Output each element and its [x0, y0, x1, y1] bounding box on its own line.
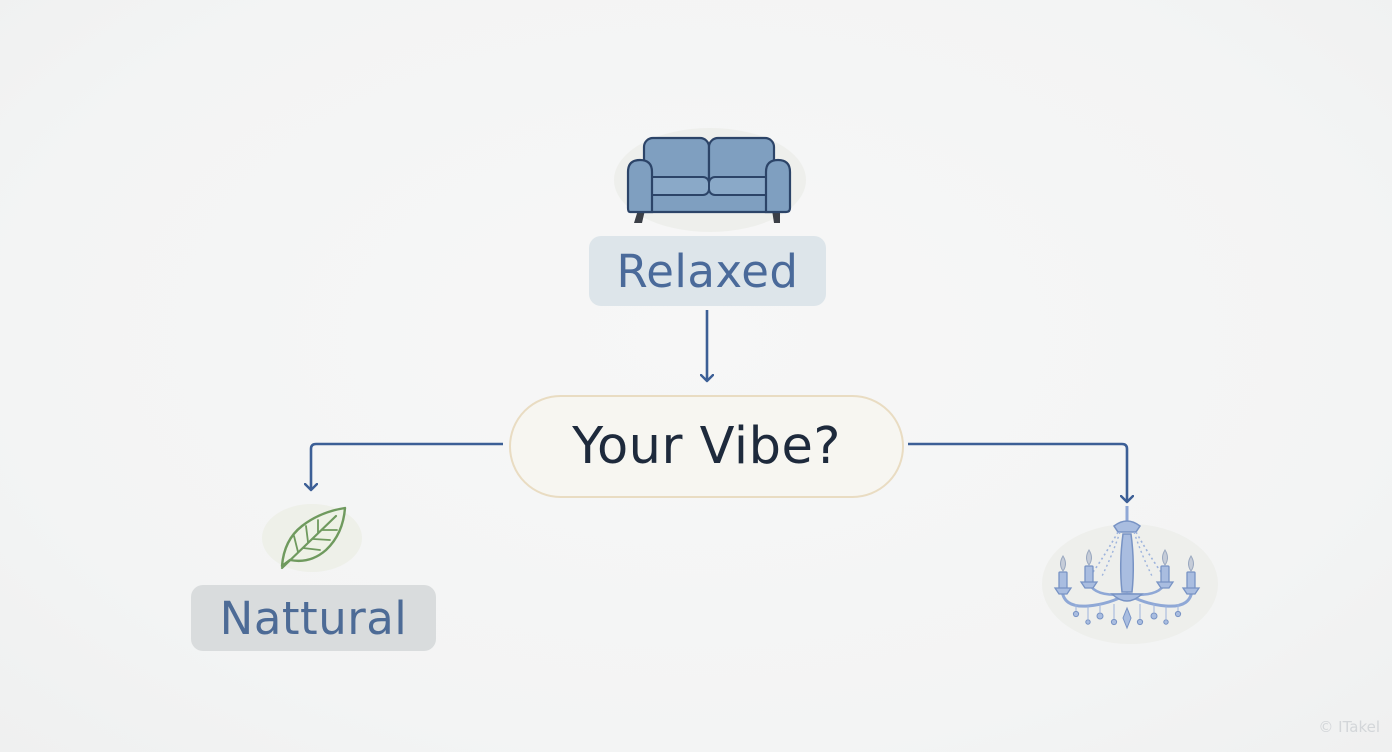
chandelier-icon[interactable]	[1040, 504, 1220, 646]
option-natural-label: Nattural	[219, 591, 408, 645]
arrow-center-to-natural	[311, 442, 503, 490]
option-natural[interactable]: Nattural	[191, 585, 436, 651]
option-relaxed-label: Relaxed	[616, 244, 799, 298]
sofa-icon	[612, 122, 808, 234]
center-question[interactable]: Your Vibe?	[509, 395, 904, 498]
leaf-icon	[258, 500, 362, 576]
arrow-center-to-glam	[908, 442, 1127, 502]
center-question-label: Your Vibe?	[572, 417, 841, 476]
option-relaxed[interactable]: Relaxed	[589, 236, 826, 306]
watermark: © ITakel	[1318, 718, 1380, 736]
